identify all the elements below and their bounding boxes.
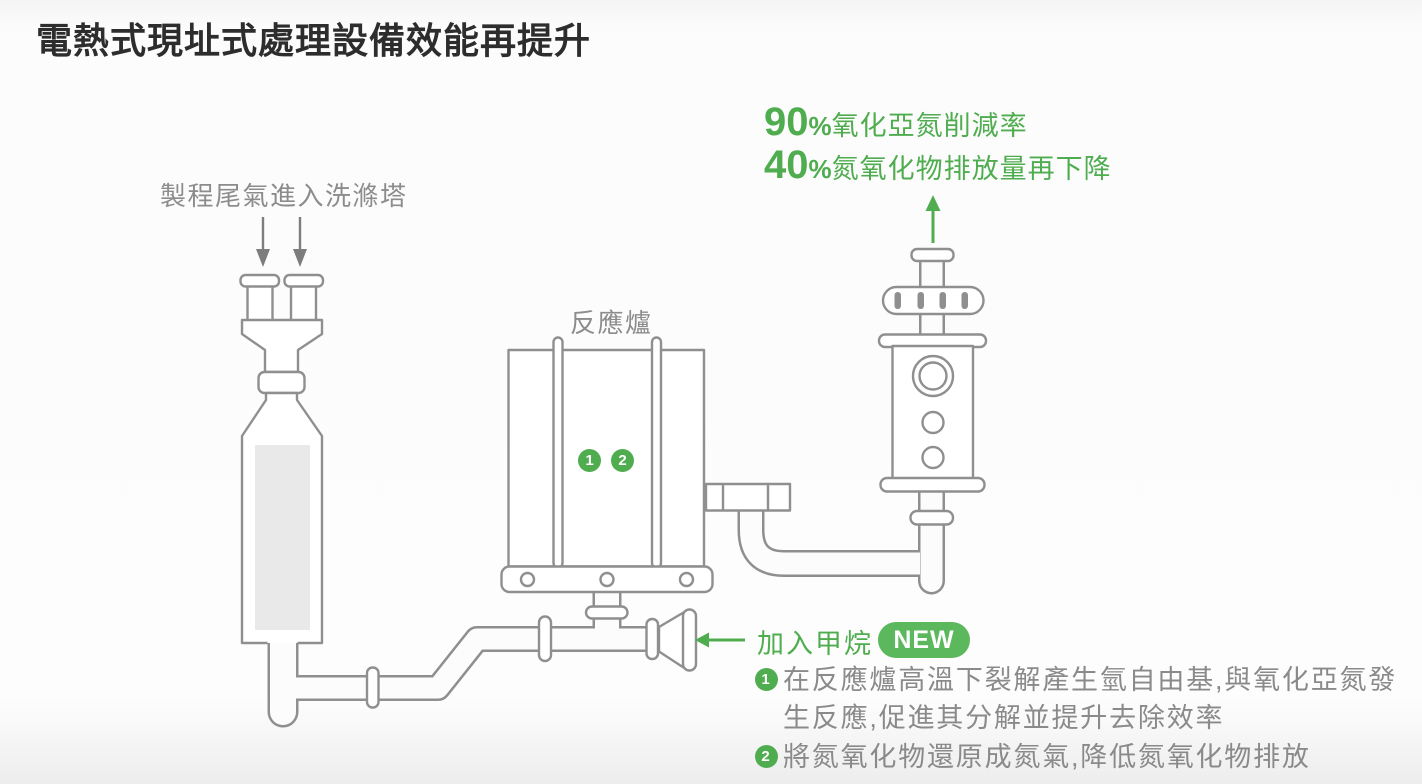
furnace-side-port — [704, 482, 792, 512]
stat-nox: 40%氮氧化物排放量再下降 — [764, 143, 1112, 187]
scrubber-tower — [239, 217, 325, 645]
stack-vent-pill — [881, 285, 985, 316]
new-badge: NEW — [878, 622, 970, 658]
stat-nox-percent: % — [808, 154, 832, 184]
furnace-rod-right — [650, 336, 663, 569]
inlet-tube-right — [289, 283, 318, 323]
methane-left-arrow-icon — [695, 632, 745, 648]
note-2: 2 將氮氧化物還原成氮氣,降低氮氧化物排放 — [755, 739, 1405, 777]
note-1: 1 在反應爐高溫下裂解產生氫自由基,與氧化亞氮發生反應,促進其分解並提升去除效率 — [755, 662, 1405, 737]
furnace-marker-1: 1 — [578, 449, 601, 472]
stat-nox-label: 氮氧化物排放量再下降 — [831, 154, 1112, 184]
base-bolt-right — [678, 571, 695, 588]
flange-furnace-outlet — [584, 605, 629, 620]
scrubber-inlet-label: 製程尾氣進入洗滌塔 — [160, 181, 408, 211]
scrubber-packing — [255, 445, 310, 630]
inlet-arrows-icon — [256, 217, 307, 267]
scrubber-collar — [257, 370, 306, 395]
flange-methane-pipe-right — [645, 617, 660, 661]
pipe-flanges — [365, 509, 955, 709]
stat-n2o-label: 氧化亞氮削減率 — [831, 111, 1028, 141]
flange-methane-pipe-left — [537, 615, 553, 663]
scrubber-funnel — [240, 318, 324, 374]
methane-inlet-bell — [657, 608, 698, 672]
stat-nox-number: 40 — [764, 143, 809, 187]
note-2-text: 將氮氧化物還原成氮氣,降低氮氧化物排放 — [783, 742, 1311, 772]
note-2-marker: 2 — [755, 745, 778, 768]
reaction-furnace — [500, 336, 792, 594]
furnace-marker-2: 2 — [611, 449, 634, 472]
stack-bottom-plate — [879, 476, 986, 493]
flange-lower-pipe — [365, 666, 380, 709]
flange-stack-pipe — [909, 509, 955, 526]
note-1-text: 在反應爐高溫下裂解產生氫自由基,與氧化亞氮發生反應,促進其分解並提升去除效率 — [783, 665, 1398, 733]
stack-top-cap — [910, 247, 955, 263]
emission-up-arrow-icon — [925, 195, 941, 243]
stat-n2o-number: 90 — [764, 100, 809, 144]
page-title: 電熱式現址式處理設備效能再提升 — [36, 20, 592, 61]
notes-list: 1 在反應爐高溫下裂解產生氫自由基,與氧化亞氮發生反應,促進其分解並提升去除效率… — [755, 662, 1415, 777]
methane-label: 加入甲烷 — [757, 629, 873, 659]
scrubber-body-outline — [240, 391, 324, 645]
inlet-cap-left — [239, 273, 281, 288]
stack-porthole-inner — [918, 361, 948, 391]
stack-hole-middle — [921, 410, 945, 435]
stat-n2o: 90%氧化亞氮削減率 — [764, 100, 1112, 144]
inlet-cap-right — [283, 273, 325, 288]
furnace-rod-left — [552, 336, 564, 569]
outlet-stack — [877, 247, 988, 493]
inlet-tube-left — [246, 283, 274, 323]
reduction-stats: 90%氧化亞氮削減率 40%氮氧化物排放量再下降 — [764, 100, 1112, 187]
furnace-label: 反應爐 — [570, 308, 653, 338]
stack-vent-slots — [894, 292, 968, 309]
stat-n2o-percent: % — [808, 111, 832, 141]
furnace-body — [507, 348, 706, 568]
note-1-marker: 1 — [755, 668, 778, 691]
base-bolt-center — [599, 571, 615, 588]
stack-hole-lower — [921, 445, 945, 470]
base-bolt-left — [519, 571, 536, 588]
